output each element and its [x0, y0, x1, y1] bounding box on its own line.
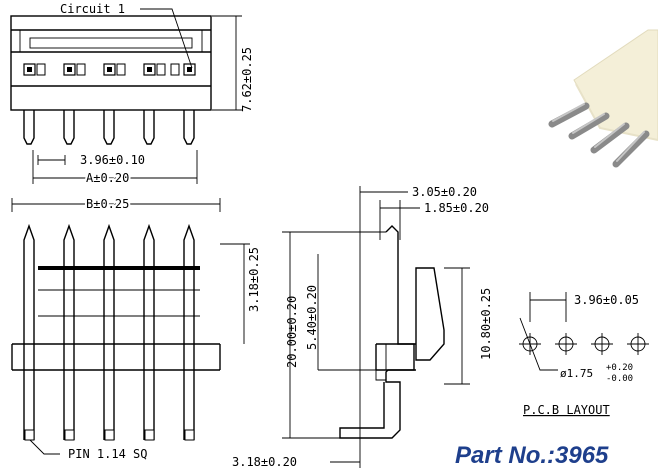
- width-dimension-label: 3.05±0.20: [412, 185, 477, 199]
- pitch-dimension-label: 3.96±0.10: [80, 153, 145, 167]
- pcb-layout-caption: P.C.B LAYOUT: [523, 403, 610, 417]
- hole-tolerance-minus: -0.00: [606, 374, 633, 384]
- height-dimension-label: 7.62±0.25: [240, 47, 254, 112]
- hole-diameter-label: ø1.75: [560, 367, 593, 380]
- top-view: Circuit 1 7.62±0.25 3.96±0.10 A±0.20: [10, 2, 254, 187]
- front-view: B±0.25 3.18±0.25 PIN 1.14 SQ: [11, 195, 261, 461]
- pin-size-label: PIN 1.14 SQ: [68, 447, 147, 461]
- offset-dimension-label: 1.85±0.20: [424, 201, 489, 215]
- pin-bend-dimension-label: 3.18±0.20: [232, 455, 297, 469]
- pcb-pitch-label: 3.96±0.05: [574, 293, 639, 307]
- front-height-dimension-label: 3.18±0.25: [247, 247, 261, 312]
- circuit-1-label: Circuit 1: [60, 2, 125, 16]
- pcb-hole-crosshair-icon: [519, 333, 649, 355]
- dimension-a-label: A±0.20: [86, 171, 129, 185]
- body-height-dimension-label: 10.80±0.25: [479, 288, 493, 360]
- hole-tolerance-plus: +0.20: [606, 363, 633, 373]
- pin-height-dimension-label: 5.40±0.20: [305, 285, 319, 350]
- connector-photo-icon: [548, 29, 658, 168]
- part-number-title: Part No.:3965: [455, 442, 609, 469]
- side-view: 3.05±0.20 1.85±0.20 20.00±0.20 5.40±0.20…: [232, 185, 493, 469]
- overall-height-dimension-label: 20.00±0.20: [285, 296, 299, 368]
- pcb-layout: 3.96±0.05 ø1.75 +0.20 -0.00 P.C.B LAYOUT: [519, 292, 649, 417]
- dimension-b-label: B±0.25: [86, 197, 129, 211]
